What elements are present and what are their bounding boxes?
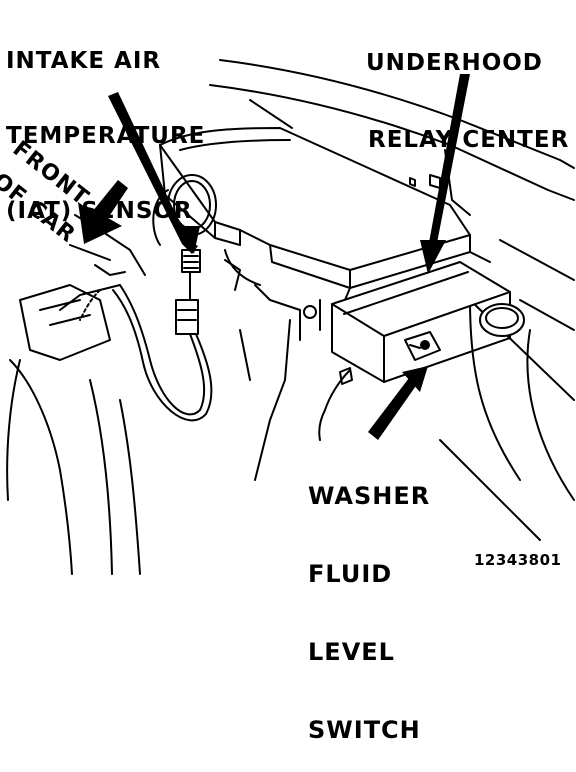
relay-center-label: UNDERHOOD RELAY CENTER — [366, 6, 569, 183]
washer-switch-label: WASHER FLUID LEVEL SWITCH — [308, 436, 430, 772]
washer-label-line-1: WASHER — [308, 482, 431, 510]
leader-arrows — [78, 74, 470, 440]
engine-center — [224, 249, 321, 481]
figure-number: 12343801 — [474, 551, 562, 569]
engine-left — [6, 214, 146, 575]
washer-label-line-2: FLUID — [308, 560, 393, 588]
iat-label-line-2: TEMPERATURE — [6, 123, 206, 149]
reservoir-cap — [479, 303, 525, 337]
washer-label-line-3: LEVEL — [308, 638, 395, 666]
iat-sensor-label: INTAKE AIR TEMPERATURE (IAT) SENSOR — [6, 4, 205, 252]
relay-label-line-1: UNDERHOOD — [366, 50, 543, 76]
washer-switch — [318, 331, 441, 441]
iat-sensor — [175, 249, 201, 335]
line-drawing — [6, 59, 575, 575]
relay-label-line-2: RELAY CENTER — [368, 127, 570, 153]
engine-compartment-diagram: INTAKE AIR TEMPERATURE (IAT) SENSOR UNDE… — [0, 4, 575, 742]
iat-label-line-1: INTAKE AIR — [6, 48, 162, 74]
wiring-harness — [59, 284, 213, 422]
iat-label-line-3: (IAT) SENSOR — [6, 198, 193, 224]
washer-label-line-4: SWITCH — [308, 716, 421, 744]
